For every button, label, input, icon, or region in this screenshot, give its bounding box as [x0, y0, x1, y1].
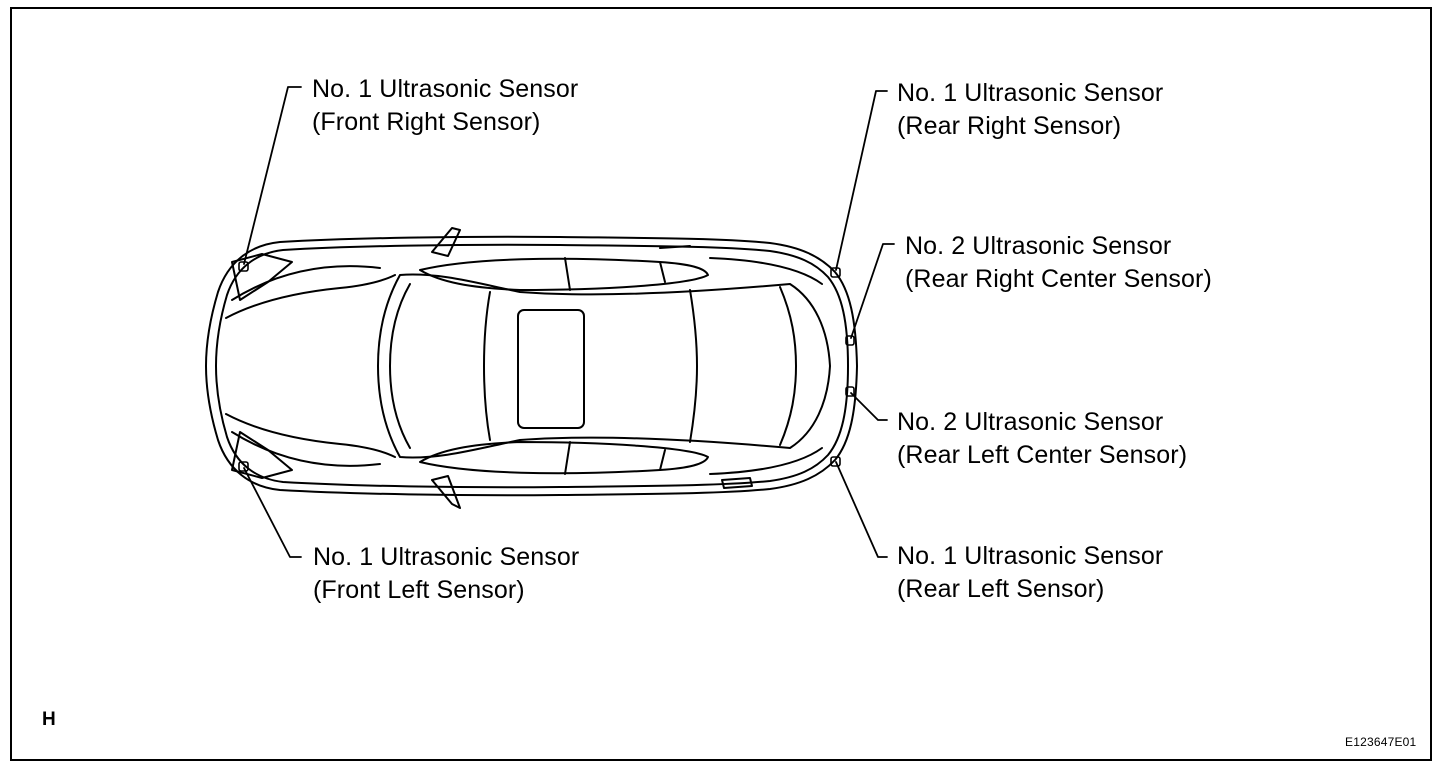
rear-left-sensor-position: (Rear Left Sensor) [897, 575, 1105, 603]
leader-rear-left-center [850, 392, 888, 421]
rear-left-sensor-name: No. 1 Ultrasonic Sensor [897, 542, 1164, 570]
rear-right-sensor-label: No. 1 Ultrasonic Sensor (Rear Right Sens… [897, 77, 1163, 143]
rear-right-center-sensor-label: No. 2 Ultrasonic Sensor (Rear Right Cent… [905, 230, 1212, 296]
car-body [205, 227, 858, 509]
corner-mark: H [42, 709, 56, 730]
rear-left-center-sensor-position: (Rear Left Center Sensor) [897, 441, 1188, 469]
rear-right-sensor-name: No. 1 Ultrasonic Sensor [897, 79, 1164, 107]
rear-right-center-sensor-marker [845, 335, 855, 346]
front-left-sensor-name: No. 1 Ultrasonic Sensor [313, 543, 580, 571]
sensor-markers [238, 261, 855, 472]
front-left-sensor-marker [238, 461, 249, 472]
leader-rear-left [835, 461, 888, 558]
front-right-sensor-name: No. 1 Ultrasonic Sensor [312, 75, 579, 103]
leader-front-left [243, 467, 302, 558]
rear-left-center-sensor-label: No. 2 Ultrasonic Sensor (Rear Left Cente… [897, 406, 1187, 472]
diagram-frame [10, 7, 1432, 761]
rear-right-center-sensor-name: No. 2 Ultrasonic Sensor [905, 232, 1172, 260]
rear-right-center-sensor-position: (Rear Right Center Sensor) [905, 265, 1212, 293]
rear-right-sensor-position: (Rear Right Sensor) [897, 112, 1122, 140]
front-left-sensor-label: No. 1 Ultrasonic Sensor (Front Left Sens… [313, 541, 579, 607]
front-right-sensor-label: No. 1 Ultrasonic Sensor (Front Right Sen… [312, 73, 578, 139]
rear-right-sensor-marker [830, 267, 841, 278]
rear-left-sensor-marker [830, 456, 841, 467]
figure-code: E123647E01 [1345, 735, 1417, 749]
leader-lines [243, 86, 895, 558]
front-right-sensor-marker [238, 261, 249, 272]
rear-left-center-sensor-marker [845, 386, 855, 397]
rear-left-sensor-label: No. 1 Ultrasonic Sensor (Rear Left Senso… [897, 540, 1163, 606]
leader-rear-right-center [850, 243, 895, 339]
front-right-sensor-position: (Front Right Sensor) [312, 108, 541, 136]
leader-front-right [243, 86, 302, 265]
front-left-sensor-position: (Front Left Sensor) [313, 576, 525, 604]
leader-rear-right [835, 90, 888, 271]
rear-left-center-sensor-name: No. 2 Ultrasonic Sensor [897, 408, 1164, 436]
